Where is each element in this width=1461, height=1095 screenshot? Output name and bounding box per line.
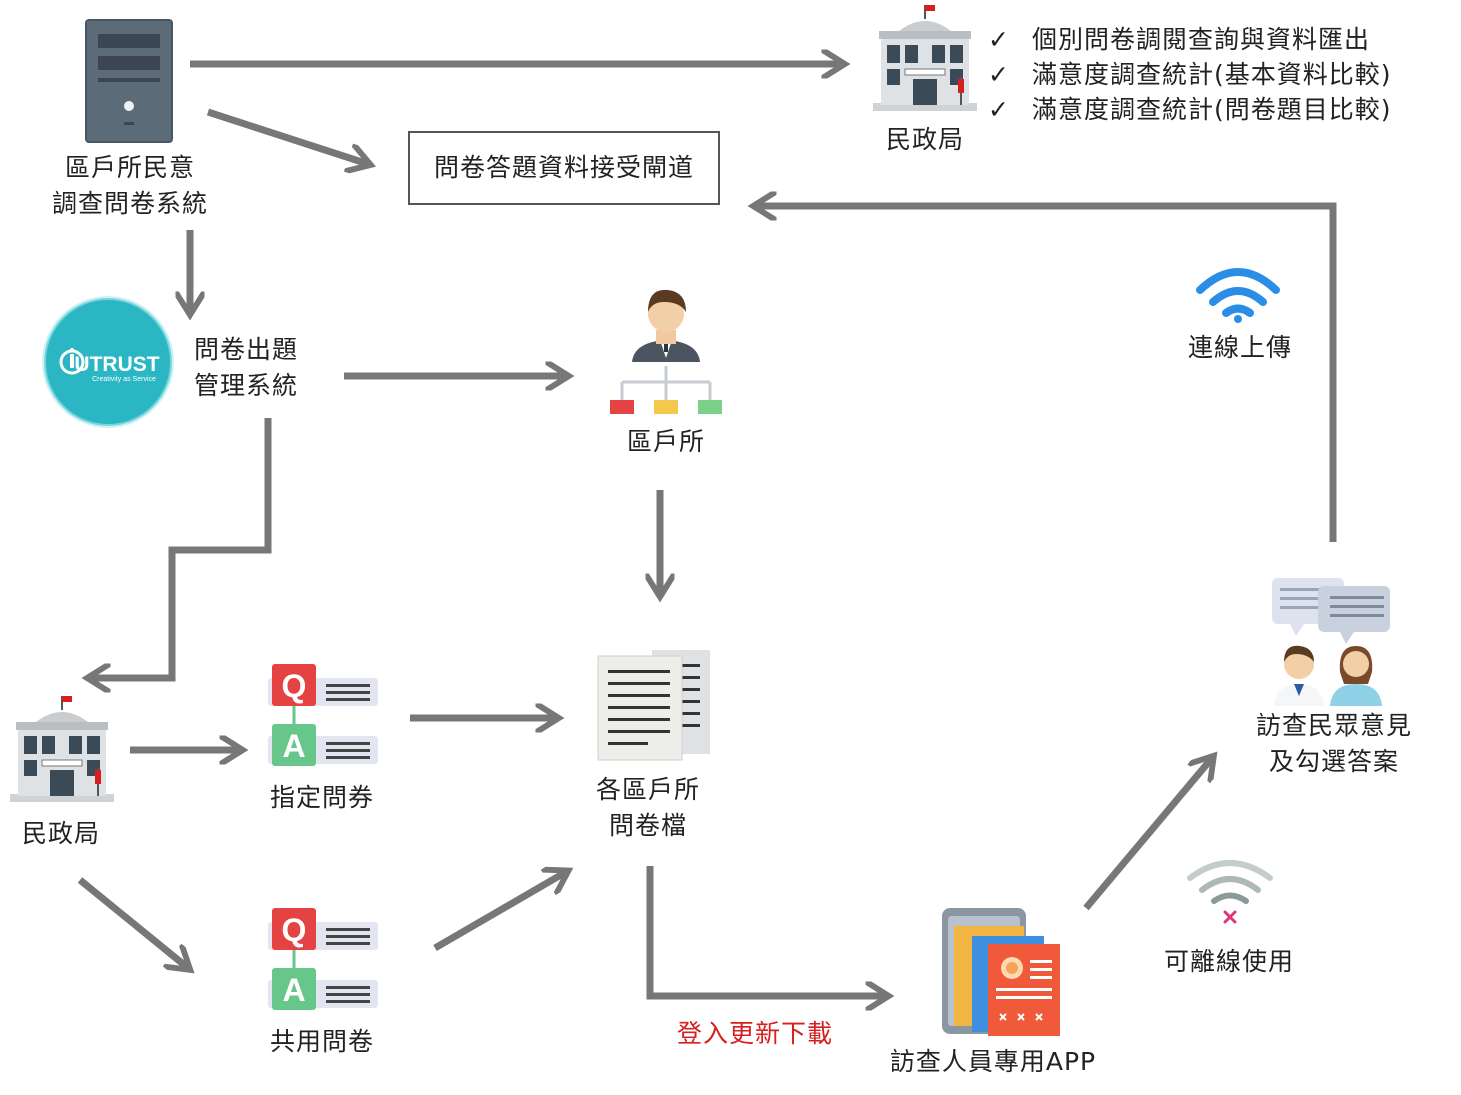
question-system-label-line2: 管理系統	[193, 371, 298, 400]
wifi-offline-icon	[1187, 860, 1273, 924]
arrow-system-to-channel	[206, 108, 368, 164]
server-icon	[85, 19, 173, 143]
arrow-question-to-bureau	[90, 418, 272, 678]
government-building-icon	[872, 4, 978, 112]
arrow-interview-to-channel	[756, 206, 1337, 542]
arrow-bureau-to-shared	[77, 877, 188, 968]
district-system-label-line1: 區戶所民意	[64, 153, 195, 182]
check-icon: ✓	[988, 60, 1010, 89]
wifi-icon	[1196, 268, 1280, 323]
interview-label: 訪查民眾意見 及勾選答案	[1236, 708, 1432, 780]
logo-brand: UTRUST	[74, 353, 159, 376]
mobile-app-icon	[942, 908, 1060, 1036]
district-files-label: 各區戶所 問卷檔	[578, 772, 718, 844]
district-files-label-line1: 各區戶所	[595, 775, 700, 804]
arrow-app-to-interview	[1083, 758, 1212, 911]
answer-channel-label: 問卷答題資料接受閘道	[433, 153, 694, 182]
government-building-icon	[9, 695, 115, 803]
app-label: 訪查人員專用APP	[889, 1047, 1097, 1076]
org-chart-icon	[610, 289, 722, 414]
documents-icon	[597, 650, 710, 761]
bureau-function-item: ✓ 個別問卷調閱查詢與資料匯出	[988, 22, 1392, 57]
qa-icon	[266, 662, 380, 768]
assigned-survey-label: 指定問券	[269, 783, 374, 812]
civil-bureau-top-label: 民政局	[885, 125, 964, 154]
question-system-label: 問卷出題 管理系統	[186, 332, 306, 404]
arrow-files-to-app	[646, 866, 886, 996]
arrow-shared-to-files	[433, 872, 566, 952]
bureau-function-text: 滿意度調查統計(問卷題目比較)	[1032, 95, 1392, 124]
question-system-label-line1: 問卷出題	[193, 335, 298, 364]
bureau-function-text: 個別問卷調閱查詢與資料匯出	[1032, 25, 1371, 54]
qa-icon	[266, 906, 380, 1012]
answer-channel-box: 問卷答題資料接受閘道	[408, 131, 720, 205]
offline-label: 可離線使用	[1163, 947, 1294, 976]
bureau-function-list: ✓ 個別問卷調閱查詢與資料匯出 ✓ 滿意度調查統計(基本資料比較) ✓ 滿意度調查統計…	[988, 22, 1392, 127]
bureau-function-item: ✓ 滿意度調查統計(基本資料比較)	[988, 57, 1392, 92]
check-icon: ✓	[988, 95, 1010, 124]
check-icon: ✓	[988, 25, 1010, 54]
interview-label-line1: 訪查民眾意見	[1255, 711, 1412, 740]
logo-tagline: Creativity as Service	[92, 376, 156, 383]
arrows	[77, 64, 1337, 996]
bureau-function-text: 滿意度調查統計(基本資料比較)	[1032, 60, 1392, 89]
district-office-label: 區戶所	[626, 427, 705, 456]
chat-people-icon	[1272, 578, 1390, 706]
district-files-label-line2: 問卷檔	[608, 811, 687, 840]
shared-survey-label: 共用問卷	[269, 1027, 374, 1056]
civil-bureau-left-label: 民政局	[21, 819, 100, 848]
utrust-logo: UTRUST Creativity as Service	[42, 296, 174, 428]
district-system-label-line2: 調查問卷系統	[51, 189, 208, 218]
interview-label-line2: 及勾選答案	[1268, 747, 1399, 776]
district-system-label: 區戶所民意 調查問卷系統	[40, 150, 220, 222]
login-update-label: 登入更新下載	[676, 1019, 833, 1048]
upload-label: 連線上傳	[1187, 333, 1292, 362]
bureau-function-item: ✓ 滿意度調查統計(問卷題目比較)	[988, 92, 1392, 127]
